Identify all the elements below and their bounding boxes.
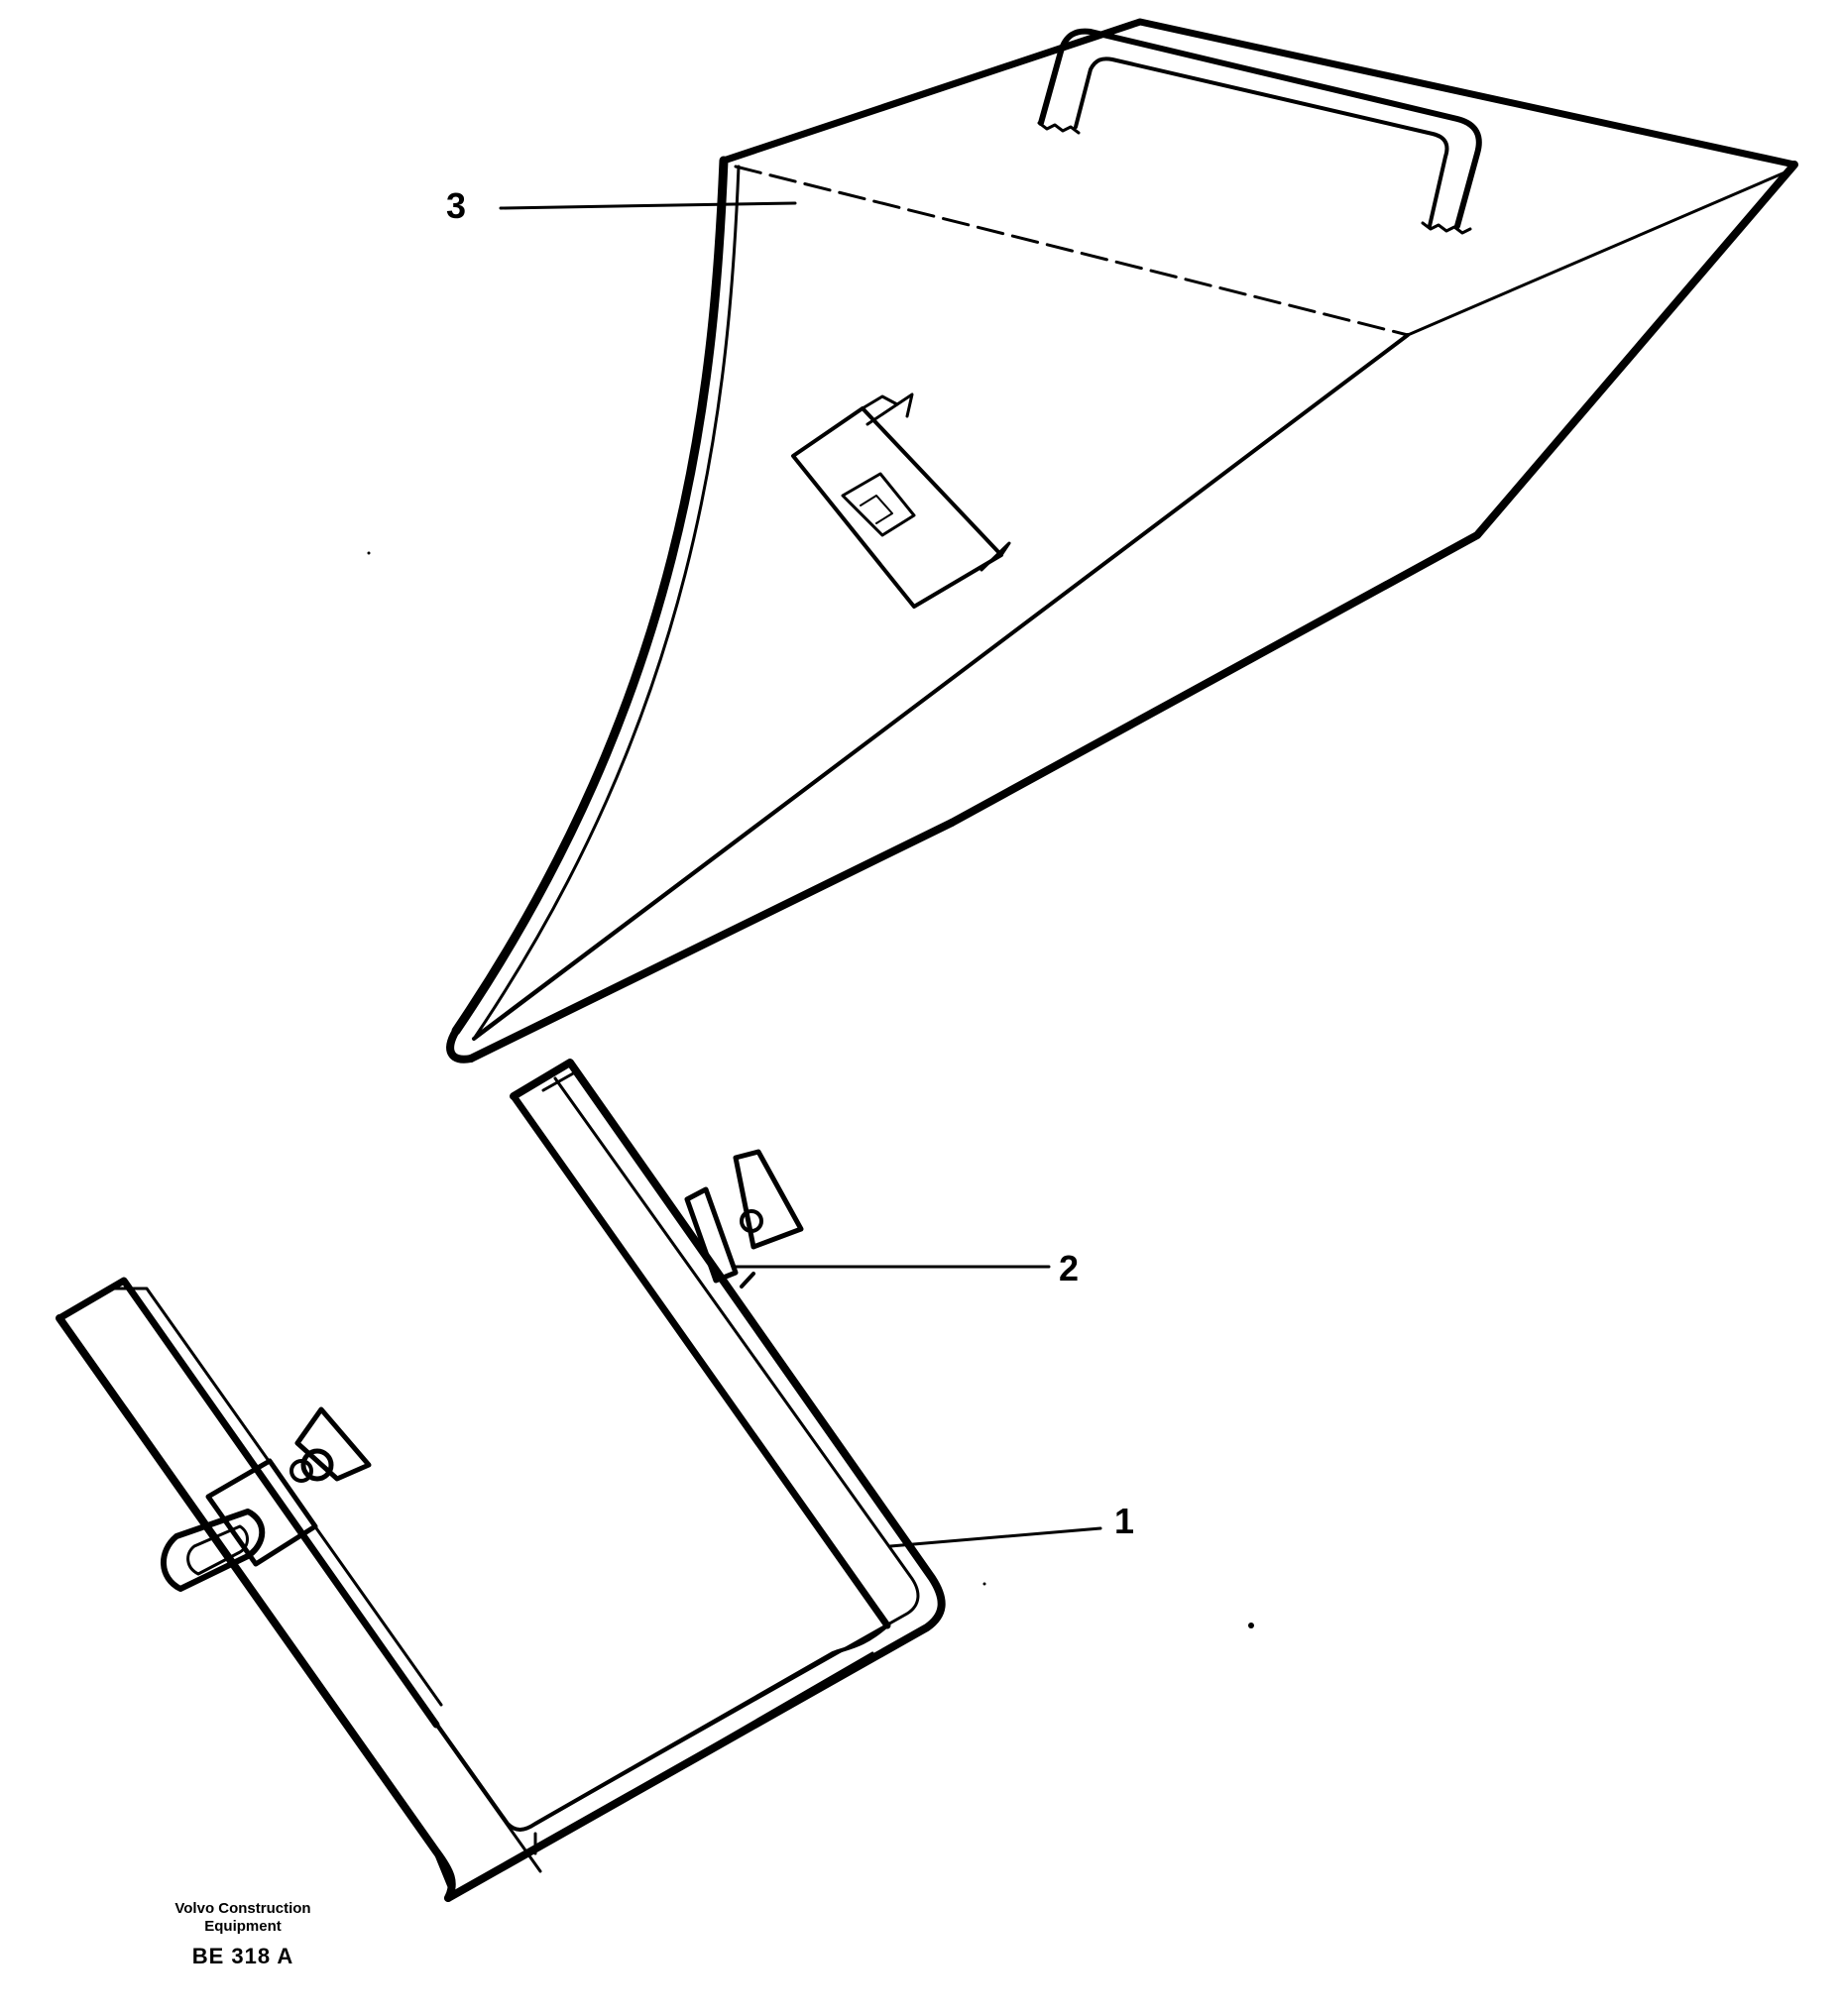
scan-dot <box>367 551 371 555</box>
scan-dot <box>1248 1623 1254 1628</box>
leader-line-3 <box>499 201 797 210</box>
part-2-latch <box>684 1149 804 1288</box>
callout-1: 1 <box>1114 1501 1135 1541</box>
company-line-2: Equipment <box>204 1918 282 1935</box>
part-1-lid <box>56 1059 946 1902</box>
lid-latch <box>161 1406 372 1592</box>
scan-dot <box>982 1582 986 1586</box>
callout-3: 3 <box>446 185 467 226</box>
drawing-code: BE 318 A <box>191 1944 294 1968</box>
company-name: Volvo Construction Equipment <box>139 1900 347 1936</box>
part-3-cover <box>446 18 1798 1064</box>
callout-2: 2 <box>1059 1248 1080 1288</box>
cover-bracket <box>791 392 1011 609</box>
leader-line-1 <box>888 1526 1102 1548</box>
company-line-1: Volvo Construction <box>174 1900 311 1917</box>
cover-handle <box>1037 28 1482 235</box>
